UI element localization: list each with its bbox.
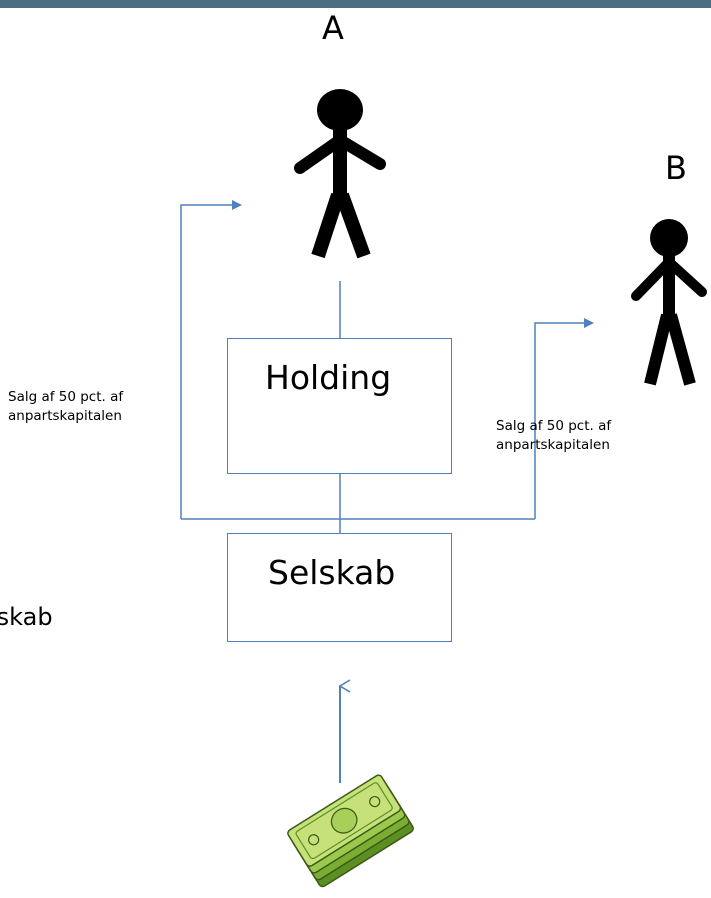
holding-label: Holding <box>265 358 392 397</box>
cut-off-text-value: Selskab <box>0 603 53 631</box>
cut-off-text: Selskab <box>0 603 110 631</box>
person-a-label: A <box>322 9 344 47</box>
note-right-line-2: anpartskapitalen <box>496 437 610 453</box>
arrow-to-a <box>180 200 242 519</box>
top-bar <box>0 0 711 8</box>
selskab-box <box>227 533 452 642</box>
selskab-label: Selskab <box>268 553 396 592</box>
holding-box <box>227 338 452 474</box>
person-b-label: B <box>665 149 687 187</box>
note-left: Salg af 50 pct. af anpartskapitalen <box>8 388 123 426</box>
note-right-line-1: Salg af 50 pct. af <box>496 418 612 434</box>
note-right: Salg af 50 pct. af anpartskapitalen <box>496 417 611 455</box>
note-left-line-2: anpartskapitalen <box>8 408 122 424</box>
arrow-to-b <box>534 318 594 519</box>
note-left-line-1: Salg af 50 pct. af <box>8 389 124 405</box>
